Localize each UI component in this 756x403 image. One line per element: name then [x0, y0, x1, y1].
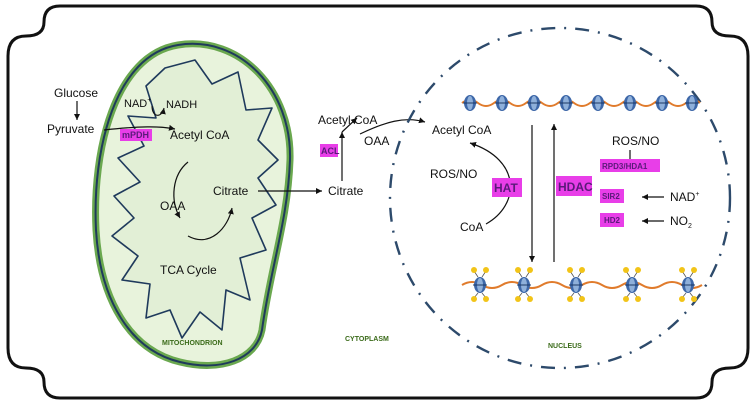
pyruvate-to-acetylcoa-arrow: [103, 124, 176, 131]
chromatin-acetylated: [461, 266, 703, 303]
acetylated-histone: [622, 266, 642, 303]
rpd3-hda1-tag: RPD3/HDA1: [602, 162, 648, 171]
mitochondrion: [92, 40, 294, 369]
hd2-tag-box: [600, 213, 624, 227]
glucose-label: Glucose: [54, 86, 98, 100]
sir2-tag-box: [600, 189, 624, 203]
citrate-mito-label: Citrate: [213, 184, 249, 198]
acetylcoa-to-nucleus-arrow: [359, 117, 426, 135]
mitochondrion-cristae: [111, 59, 279, 339]
ros-no-right-label: ROS/NO: [612, 134, 659, 148]
oaa-mito-label: OAA: [160, 199, 185, 213]
acetyl-coa-nucleus-label: Acetyl CoA: [432, 123, 491, 137]
sir2-tag: SIR2: [602, 192, 620, 201]
acetyl-coa-cyto-label: Acetyl CoA: [318, 113, 377, 127]
ros-no-left-label: ROS/NO: [430, 167, 477, 181]
nad-plus-right-label: NAD: [670, 190, 696, 204]
coa-label: CoA: [460, 220, 483, 234]
nuclear-envelope: [388, 26, 732, 370]
histone: [590, 94, 606, 112]
acl-tag: ACL: [321, 146, 340, 156]
acetylated-histone: [514, 266, 534, 303]
svg-text:NO2: NO2: [670, 214, 692, 230]
acetylated-histone: [470, 266, 490, 303]
mpdh-tag: mPDH: [122, 130, 149, 140]
acl-to-oaa-arrow: [341, 117, 358, 133]
mpdh-tag-box: [120, 129, 152, 141]
hdac-tag-box: [556, 176, 592, 196]
histone: [526, 94, 542, 112]
cytoplasm-label: CYTOPLASM: [345, 336, 389, 343]
tca-cycle-label: TCA Cycle: [160, 263, 217, 277]
chromatin-deacetylated: [461, 94, 701, 112]
nadh-label: NADH: [166, 99, 197, 111]
histone: [622, 94, 638, 112]
hat-tag: HAT: [494, 181, 518, 195]
svg-text:NAD+: NAD+: [124, 97, 151, 110]
mitochondrion-outer-line: [94, 42, 292, 367]
citrate-cyto-label: Citrate: [328, 184, 364, 198]
cell-membrane: [6, 4, 750, 400]
rpd3-tag-box: [600, 159, 660, 172]
acetylated-histone: [566, 266, 586, 303]
histone: [494, 94, 510, 112]
tca-cycle-arrow-right: [187, 207, 234, 241]
hdac-tag: HDAC: [558, 180, 593, 194]
tca-cycle-arrow-left: [173, 161, 189, 219]
no2-label: NO: [670, 214, 688, 228]
nad-to-nadh-arrow: [151, 105, 166, 116]
oaa-cyto-label: OAA: [364, 134, 389, 148]
nad-plus-label: NAD: [124, 98, 147, 110]
hd2-tag: HD2: [604, 216, 621, 225]
histone: [558, 94, 574, 112]
acl-tag-box: [320, 144, 338, 157]
histone: [462, 94, 478, 112]
acetyl-coa-mito-label: Acetyl CoA: [170, 128, 229, 142]
histone: [654, 94, 670, 112]
nucleus-label: NUCLEUS: [548, 343, 582, 350]
pyruvate-label: Pyruvate: [47, 122, 95, 136]
mitochondrion-label: MITOCHONDRION: [162, 340, 223, 347]
svg-text:NAD+: NAD+: [670, 190, 699, 204]
acetylated-histone: [678, 266, 698, 303]
hat-tag-box: [492, 178, 522, 197]
